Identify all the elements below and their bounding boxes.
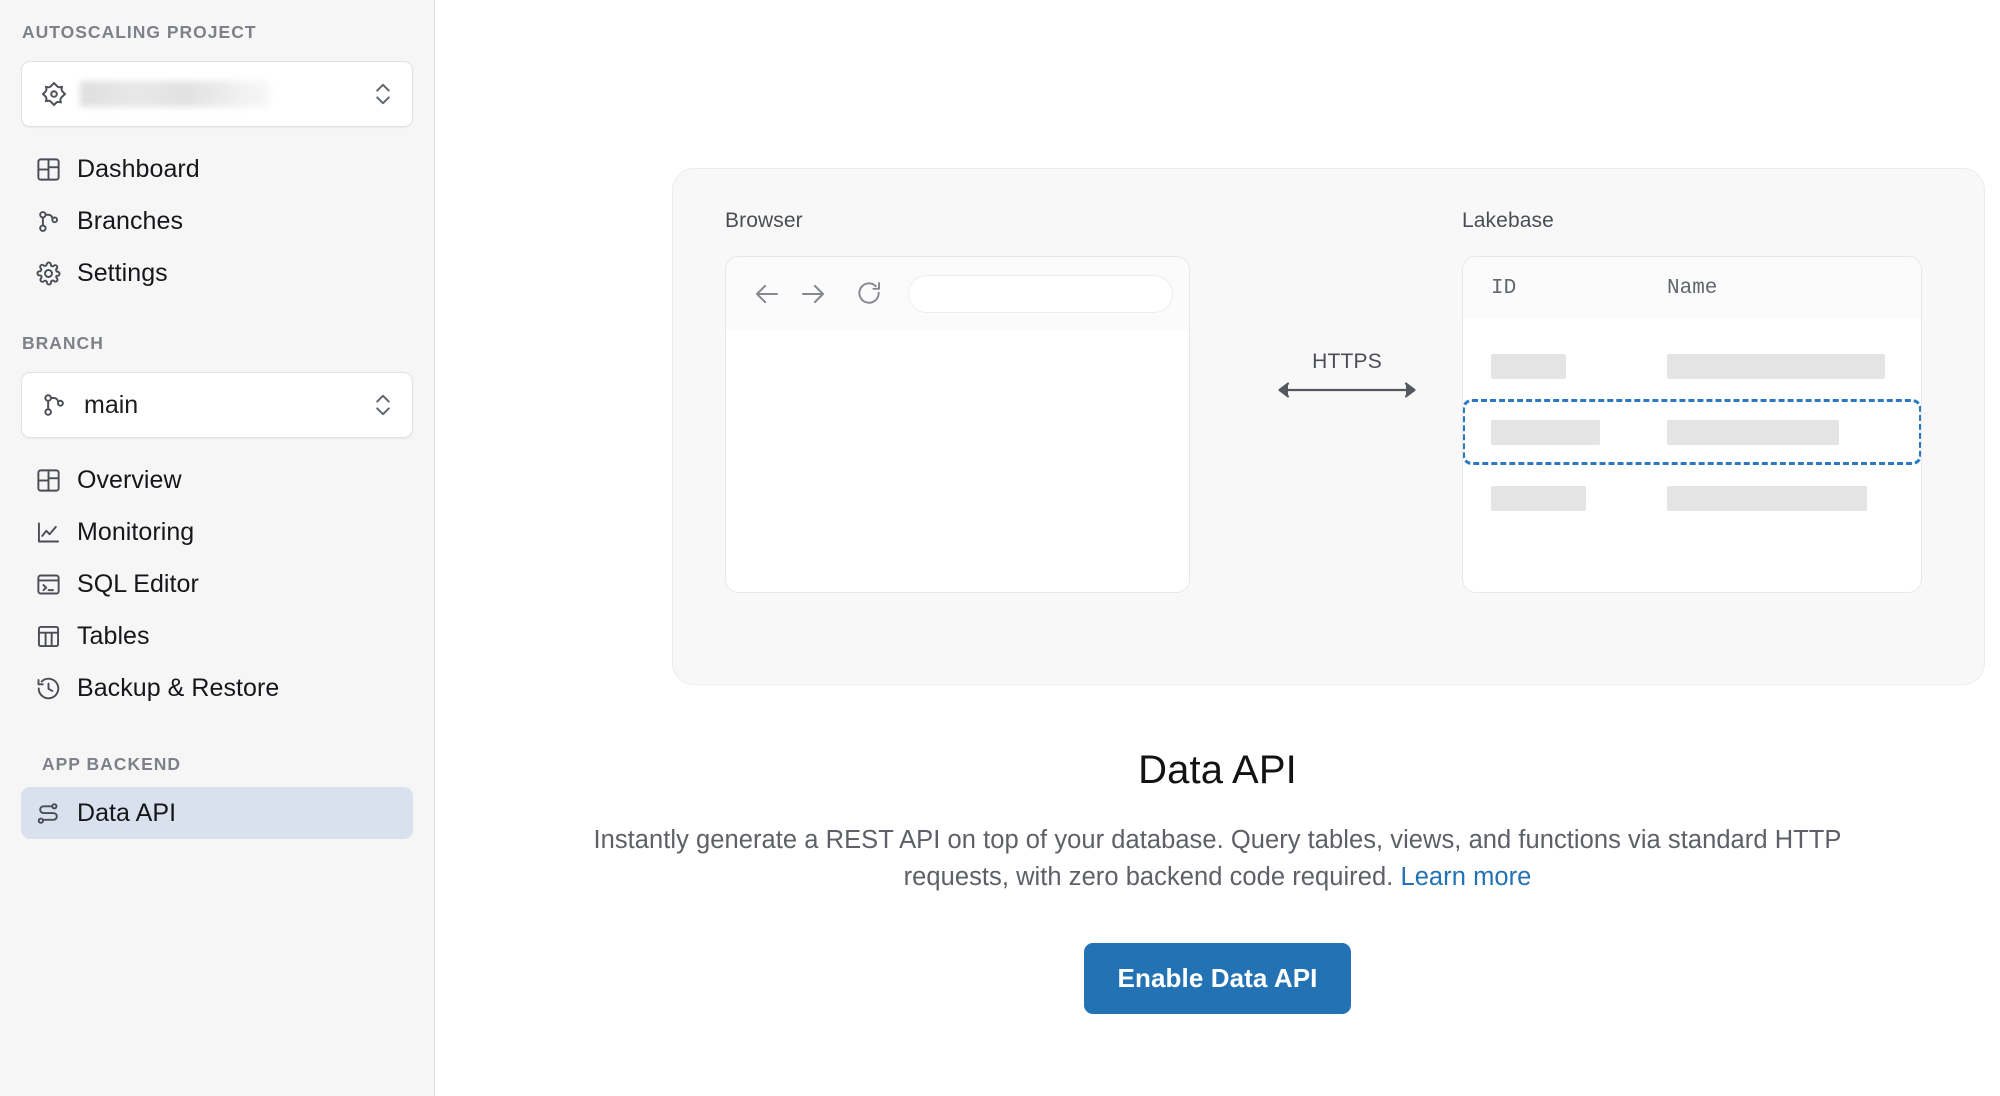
backend-section-label: APP BACKEND — [42, 754, 182, 774]
gear-icon — [35, 260, 77, 287]
enable-data-api-button[interactable]: Enable Data API — [1083, 943, 1352, 1015]
column-header-id: ID — [1491, 276, 1517, 300]
sidebar-item-label: Monitoring — [77, 517, 195, 546]
history-clock-icon — [35, 675, 77, 702]
browser-illustration: Browser — [725, 209, 1190, 593]
project-section-label: AUTOSCALING PROJECT — [22, 22, 257, 42]
sidebar-item-label: Dashboard — [77, 154, 200, 183]
backend-nav-list: Data API — [21, 787, 413, 839]
page-description-text: Instantly generate a REST API on top of … — [593, 826, 1842, 891]
dashboard-grid-icon — [35, 467, 77, 494]
lakebase-table: ID Name — [1462, 256, 1922, 593]
table-row — [1463, 333, 1921, 399]
sidebar-item-sql-editor[interactable]: SQL Editor — [21, 558, 413, 610]
sidebar-item-data-api[interactable]: Data API — [21, 787, 413, 839]
sidebar-item-overview[interactable]: Overview — [21, 454, 413, 506]
arrow-right-icon[interactable] — [790, 271, 836, 317]
browser-viewport — [726, 330, 1189, 592]
cell-name — [1667, 419, 1907, 445]
empty-state-copy: Data API Instantly generate a REST API o… — [435, 748, 2000, 1015]
branch-selector[interactable]: main — [21, 372, 413, 438]
table-row-highlighted — [1463, 399, 1921, 465]
browser-toolbar — [726, 257, 1189, 330]
branches-icon — [35, 208, 77, 235]
line-chart-icon — [35, 519, 77, 546]
browser-window — [725, 256, 1190, 593]
sidebar-item-dashboard[interactable]: Dashboard — [21, 143, 413, 195]
project-selector[interactable] — [21, 61, 413, 127]
placeholder-bar — [1491, 485, 1586, 511]
cell-id — [1491, 353, 1667, 379]
sidebar-item-label: SQL Editor — [77, 569, 199, 598]
lakebase-panel-title: Lakebase — [1462, 209, 1554, 232]
chevrons-up-down-icon[interactable] — [370, 390, 396, 420]
sidebar-item-branches[interactable]: Branches — [21, 195, 413, 247]
table-row — [1463, 465, 1921, 531]
project-nav-list: Dashboard Branches — [21, 143, 413, 299]
sidebar-item-label: Branches — [77, 206, 184, 235]
data-api-route-icon — [35, 800, 77, 827]
main-content: Browser — [435, 0, 2000, 1096]
sidebar-item-label: Settings — [77, 258, 168, 287]
reload-icon[interactable] — [846, 271, 892, 317]
browser-panel-title: Browser — [725, 209, 803, 232]
sidebar-item-settings[interactable]: Settings — [21, 247, 413, 299]
browser-url-input[interactable] — [908, 274, 1173, 313]
sidebar-item-monitoring[interactable]: Monitoring — [21, 506, 413, 558]
sidebar-item-tables[interactable]: Tables — [21, 610, 413, 662]
placeholder-bar — [1491, 419, 1600, 445]
project-diamond-icon — [40, 80, 74, 108]
sidebar-item-label: Backup & Restore — [77, 673, 280, 702]
branch-nav-list: Overview Monitoring — [21, 454, 413, 714]
cta-wrap: Enable Data API — [435, 943, 2000, 1015]
branches-icon — [40, 391, 74, 419]
sidebar: AUTOSCALING PROJECT — [0, 0, 435, 1096]
dashboard-grid-icon — [35, 156, 77, 183]
cell-name — [1667, 485, 1907, 511]
placeholder-bar — [1667, 485, 1867, 511]
placeholder-bar — [1491, 353, 1566, 379]
double-arrow-horizontal-icon — [1273, 382, 1421, 405]
arrow-left-icon[interactable] — [744, 271, 790, 317]
data-api-illustration: Browser — [672, 168, 1985, 685]
table-body — [1463, 319, 1921, 531]
column-header-name: Name — [1667, 276, 1718, 300]
branch-value-wrap: main — [74, 391, 370, 420]
sidebar-item-label: Overview — [77, 465, 182, 494]
table-icon — [35, 623, 77, 650]
placeholder-bar — [1667, 419, 1839, 445]
page-description: Instantly generate a REST API on top of … — [590, 822, 1845, 895]
sidebar-item-backup-restore[interactable]: Backup & Restore — [21, 662, 413, 714]
branch-section-label: BRANCH — [22, 333, 104, 353]
project-name-redacted — [80, 81, 270, 107]
sidebar-item-label: Data API — [77, 798, 177, 827]
sidebar-item-label: Tables — [77, 621, 150, 650]
learn-more-link[interactable]: Learn more — [1400, 862, 1532, 891]
branch-name-value: main — [84, 390, 139, 419]
table-header-row: ID Name — [1463, 257, 1921, 319]
lakebase-illustration: Lakebase ID Name — [1462, 209, 1922, 593]
terminal-icon — [35, 571, 77, 598]
https-connector: HTTPS — [1273, 350, 1421, 406]
page-title: Data API — [1138, 748, 1297, 792]
https-label: HTTPS — [1312, 350, 1382, 373]
chevrons-up-down-icon[interactable] — [370, 79, 396, 109]
cell-name — [1667, 353, 1907, 379]
project-name-value — [74, 81, 370, 107]
placeholder-bar — [1667, 353, 1885, 379]
cell-id — [1491, 485, 1667, 511]
cell-id — [1491, 419, 1667, 445]
